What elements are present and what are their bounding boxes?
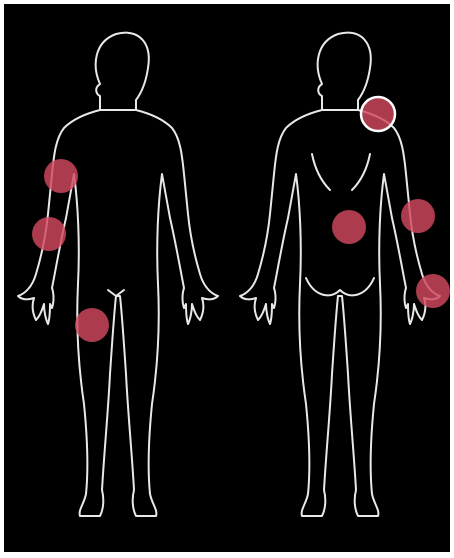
back-markers	[332, 97, 450, 308]
front-markers	[32, 159, 109, 342]
marker-back-lower-back[interactable]	[332, 210, 366, 244]
front-body-outline	[18, 33, 218, 516]
marker-back-forearm[interactable]	[401, 199, 435, 233]
back-body-outline	[240, 33, 440, 516]
marker-front-upper-arm[interactable]	[44, 159, 78, 193]
marker-front-forearm[interactable]	[32, 217, 66, 251]
marker-front-thigh[interactable]	[75, 308, 109, 342]
marker-back-hand[interactable]	[416, 274, 450, 308]
marker-back-shoulder[interactable]	[361, 97, 395, 131]
body-map	[4, 4, 450, 552]
body-map-canvas	[4, 4, 450, 552]
